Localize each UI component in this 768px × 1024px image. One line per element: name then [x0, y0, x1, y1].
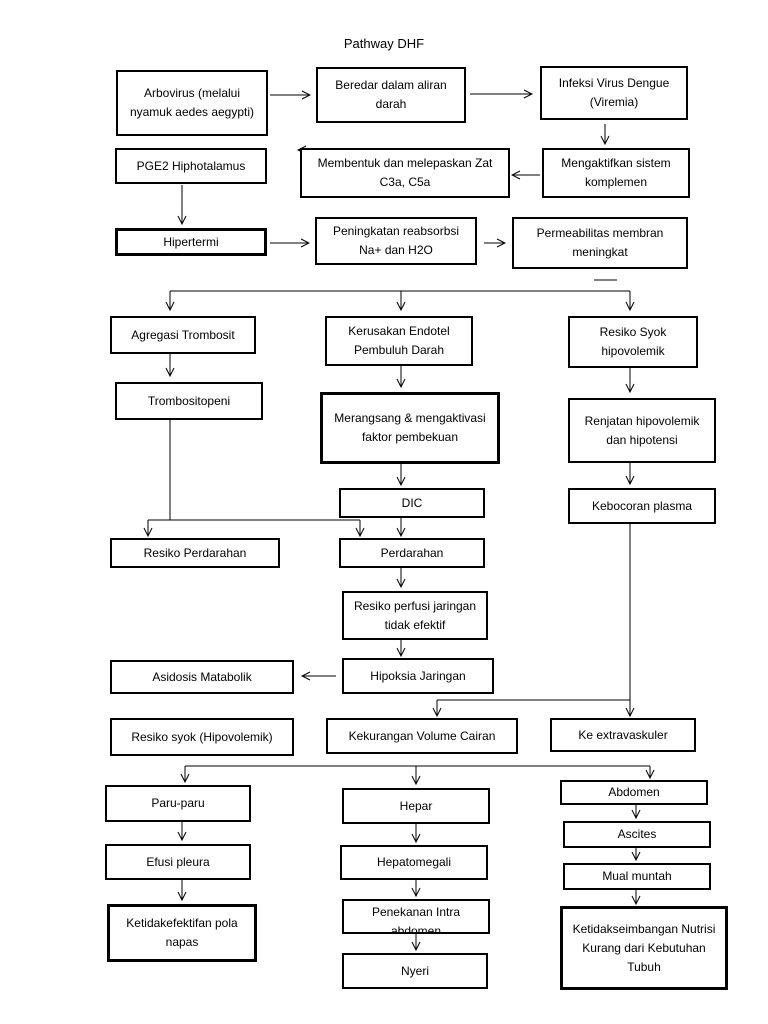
- node-trombositopeni: Trombositopeni: [115, 382, 263, 420]
- node-peningkatan-label: Peningkatan reabsorbsi Na+ dan H2O: [332, 224, 460, 257]
- node-resiko-perfusi-label: Resiko perfusi jaringan tidak efektif: [353, 598, 477, 632]
- node-efusi-pleura-label: Efusi pleura: [146, 854, 210, 869]
- node-resiko-perdarahan-label: Resiko Perdarahan: [143, 545, 247, 560]
- node-hepar-label: Hepar: [399, 798, 433, 813]
- node-kebocoran: Kebocoran plasma: [568, 488, 716, 524]
- node-kebocoran-label: Kebocoran plasma: [591, 498, 693, 513]
- node-paru-paru-label: Paru-paru: [151, 796, 205, 810]
- node-permeabilitas: Permeabilitas membran meningkat: [512, 217, 688, 269]
- node-merangsang: Merangsang & mengaktivasi faktor pembeku…: [320, 392, 500, 464]
- node-kekurangan-volume-cairan: Kekurangan Volume Cairan: [326, 718, 518, 754]
- node-perdarahan-label: Perdarahan: [380, 545, 444, 560]
- node-ketidakseimbangan-nutrisi: Ketidakseimbangan Nutrisi Kurang dari Ke…: [560, 906, 728, 990]
- node-extravaskuler: Ke extravaskuler: [550, 718, 696, 752]
- node-kekurangan-volume-cairan-label: Kekurangan Volume Cairan: [348, 728, 496, 743]
- node-ketidakefektifan-pola-napas-label: Ketidakefektifan pola napas: [126, 916, 238, 949]
- node-paru-paru: Paru-paru: [105, 785, 251, 822]
- node-beredar: Beredar dalam aliran darah: [316, 67, 466, 123]
- node-mengaktifkan-label: Mengaktifkan sistem komplemen: [561, 156, 671, 189]
- node-penekanan-intra-abdomen-label: Penekanan Intra abdomen: [371, 905, 461, 934]
- node-ascites: Ascites: [563, 821, 711, 848]
- node-efusi-pleura: Efusi pleura: [105, 844, 251, 880]
- node-ascites-label: Ascites: [617, 827, 657, 841]
- node-perdarahan: Perdarahan: [339, 538, 485, 568]
- node-merangsang-label: Merangsang & mengaktivasi faktor pembeku…: [334, 411, 486, 444]
- node-permeabilitas-label: Permeabilitas membran meningkat: [536, 226, 664, 259]
- node-infeksi-label: Infeksi Virus Dengue (Viremia): [558, 76, 670, 109]
- node-arbovirus-label: Arbovirus (melalui nyamuk aedes aegypti): [129, 86, 255, 119]
- page-title: Pathway DHF: [343, 36, 425, 51]
- node-hipertermi: Hipertermi: [115, 228, 267, 256]
- node-abdomen: Abdomen: [560, 780, 708, 805]
- node-arbovirus: Arbovirus (melalui nyamuk aedes aegypti): [116, 70, 268, 136]
- node-hepar: Hepar: [342, 788, 490, 824]
- node-peningkatan: Peningkatan reabsorbsi Na+ dan H2O: [315, 217, 477, 265]
- node-mengaktifkan: Mengaktifkan sistem komplemen: [542, 148, 690, 198]
- node-renjatan-label: Renjatan hipovolemik dan hipotensi: [584, 413, 700, 447]
- node-mual-muntah: Mual muntah: [563, 863, 711, 890]
- node-hepatomegali: Hepatomegali: [340, 845, 488, 880]
- node-resiko-syok-hipovolemik-2-label: Resiko syok (Hipovolemik): [131, 729, 273, 744]
- node-nyeri-label: Nyeri: [400, 963, 429, 978]
- node-hipoksia-label: Hipoksia Jaringan: [370, 668, 466, 683]
- node-dic-label: DIC: [401, 495, 423, 510]
- node-abdomen-label: Abdomen: [608, 785, 660, 799]
- node-resiko-syok-hipovolemik: Resiko Syok hipovolemik: [568, 316, 698, 368]
- node-trombositopeni-label: Trombositopeni: [147, 393, 231, 408]
- node-agregasi: Agregasi Trombosit: [110, 316, 256, 354]
- node-ketidakefektifan-pola-napas: Ketidakefektifan pola napas: [107, 904, 257, 962]
- node-dic: DIC: [339, 488, 485, 518]
- node-resiko-syok-hipovolemik-2: Resiko syok (Hipovolemik): [110, 718, 294, 756]
- node-nyeri: Nyeri: [342, 953, 488, 989]
- node-membentuk-label: Membentuk dan melepaskan Zat C3a, C5a: [317, 156, 493, 189]
- node-beredar-label: Beredar dalam aliran darah: [335, 78, 447, 111]
- node-kerusakan: Kerusakan Endotel Pembuluh Darah: [325, 316, 473, 366]
- node-asidosis: Asidosis Matabolik: [110, 660, 294, 694]
- node-pge2-label: PGE2 Hiphotalamus: [136, 158, 246, 173]
- node-asidosis-label: Asidosis Matabolik: [152, 669, 252, 684]
- node-infeksi: Infeksi Virus Dengue (Viremia): [540, 66, 688, 120]
- node-agregasi-label: Agregasi Trombosit: [131, 327, 235, 342]
- node-mual-muntah-label: Mual muntah: [602, 869, 672, 883]
- node-extravaskuler-label: Ke extravaskuler: [578, 727, 668, 742]
- node-pge2: PGE2 Hiphotalamus: [115, 148, 267, 184]
- node-renjatan: Renjatan hipovolemik dan hipotensi: [568, 398, 716, 463]
- node-hipoksia: Hipoksia Jaringan: [342, 658, 494, 694]
- node-penekanan-intra-abdomen: Penekanan Intra abdomen: [342, 899, 490, 934]
- node-resiko-perfusi: Resiko perfusi jaringan tidak efektif: [342, 591, 488, 640]
- node-kerusakan-label: Kerusakan Endotel Pembuluh Darah: [348, 324, 450, 357]
- node-hipertermi-label: Hipertermi: [163, 234, 219, 249]
- node-hepatomegali-label: Hepatomegali: [376, 855, 452, 869]
- node-ketidakseimbangan-nutrisi-label: Ketidakseimbangan Nutrisi Kurang dari Ke…: [572, 921, 716, 974]
- node-resiko-perdarahan: Resiko Perdarahan: [110, 538, 280, 568]
- node-membentuk: Membentuk dan melepaskan Zat C3a, C5a: [300, 148, 510, 198]
- node-resiko-syok-hipovolemik-label: Resiko Syok hipovolemik: [599, 325, 667, 358]
